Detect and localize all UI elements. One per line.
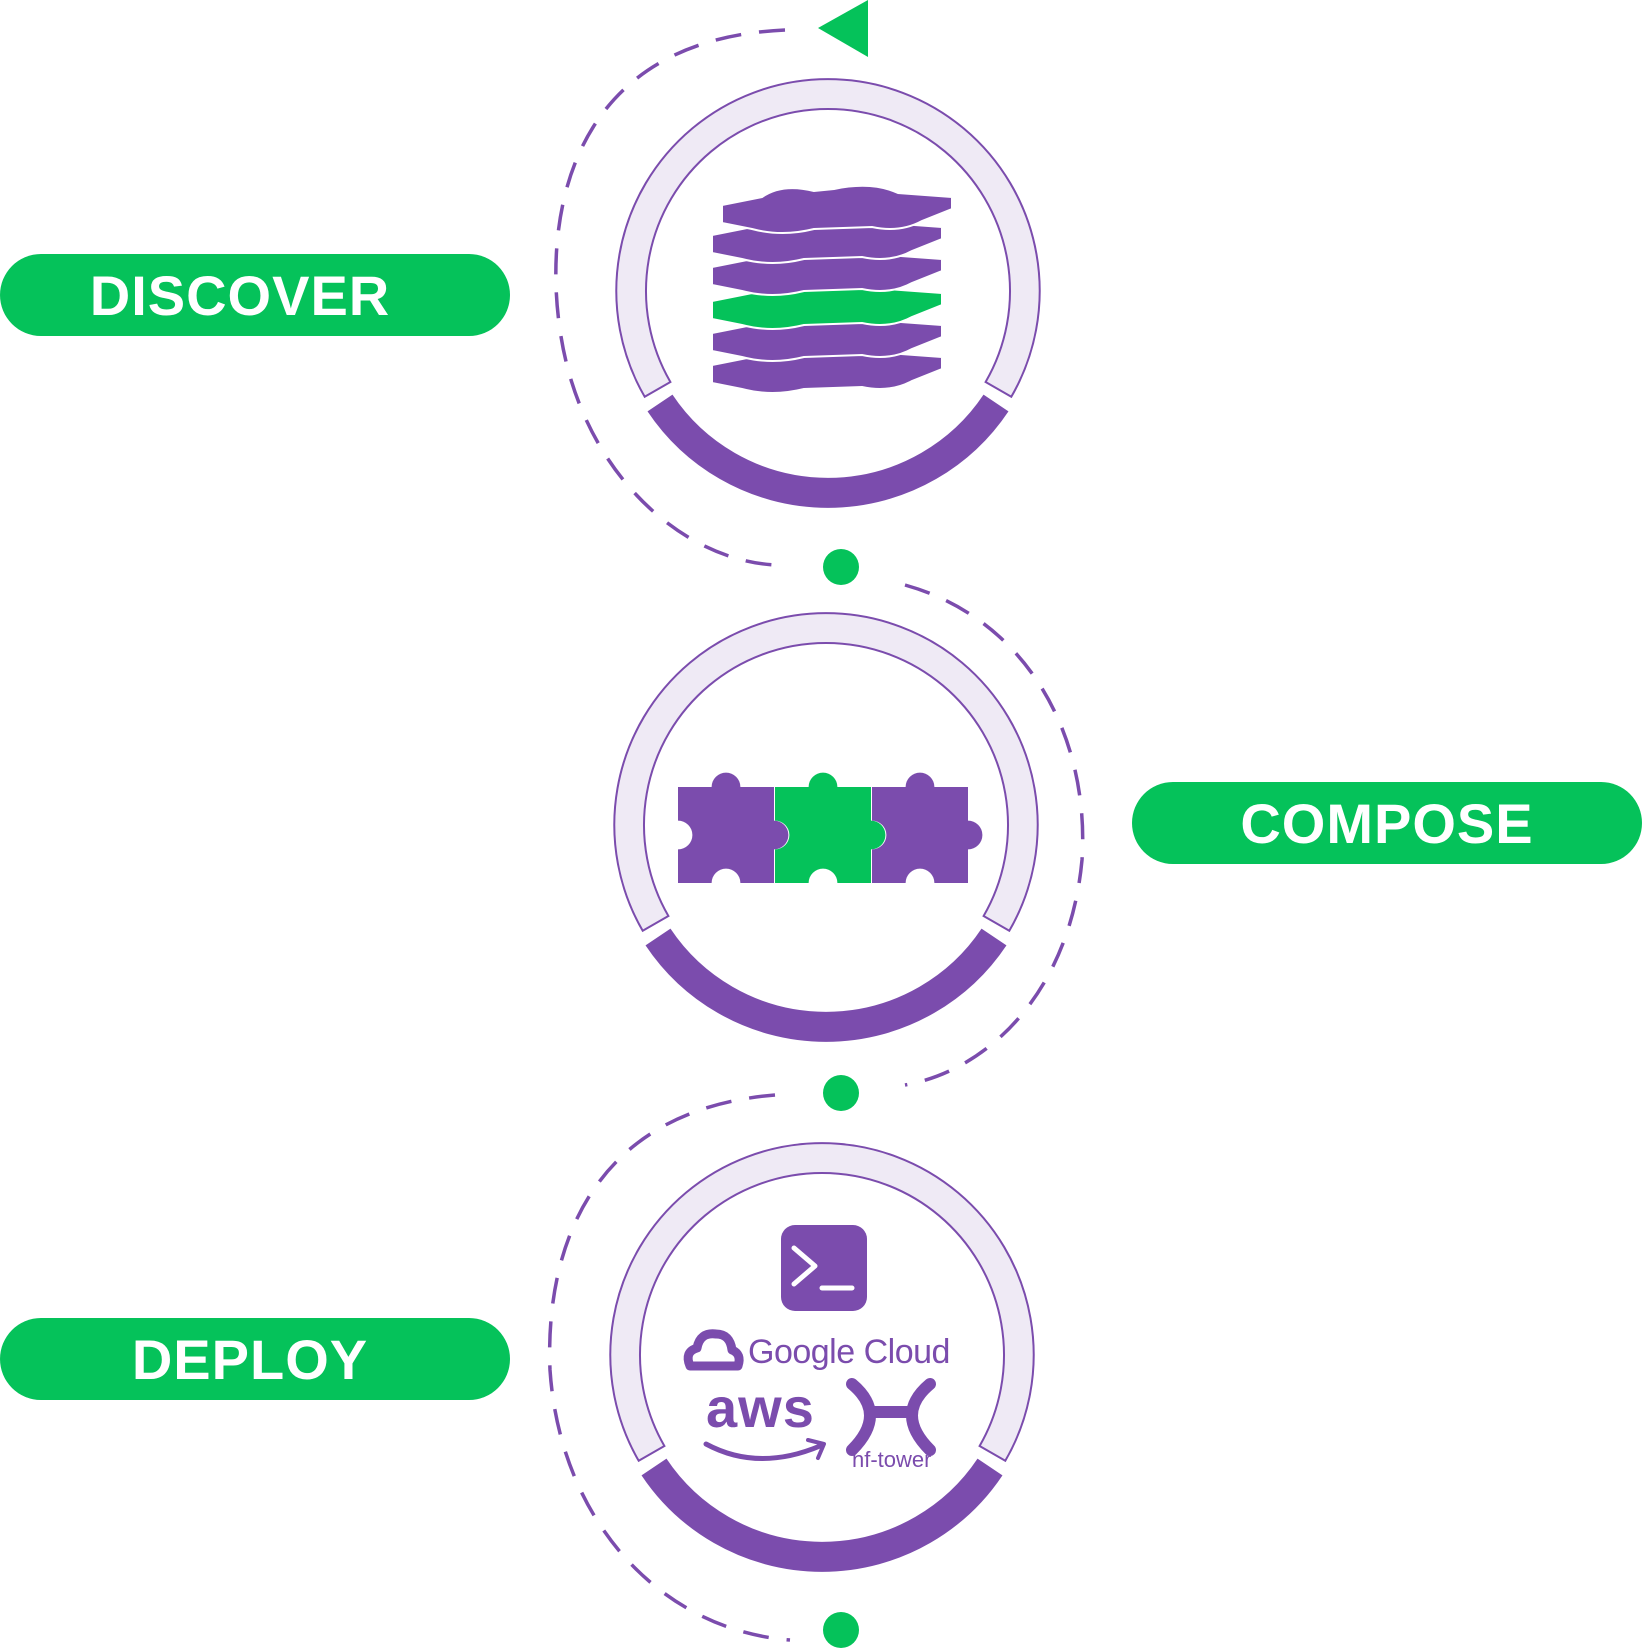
connector-dot-3 <box>823 1612 859 1648</box>
connected-puzzle-pieces-icon <box>678 772 983 883</box>
connector-deploy <box>547 1093 791 1642</box>
terminal-icon <box>781 1225 867 1311</box>
google-cloud-label: Google Cloud <box>748 1333 950 1371</box>
step-label-compose: COMPOSE <box>1132 782 1642 864</box>
google-cloud-logo: Google Cloud <box>683 1329 950 1371</box>
nf-tower-logo: nf-tower <box>846 1378 936 1472</box>
connector-compose <box>904 583 1085 1087</box>
connector-dot-1 <box>823 549 859 585</box>
step-label-discover: DISCOVER <box>0 254 510 336</box>
connector-discover <box>554 28 786 567</box>
stacked-puzzle-pieces-icon <box>711 184 953 394</box>
aws-label: aws <box>706 1376 815 1439</box>
aws-logo: aws <box>703 1376 826 1461</box>
nf-tower-label: nf-tower <box>852 1447 931 1472</box>
flow-connectors <box>547 28 1085 1642</box>
deployment-targets-icon: Google Cloud aws nf-tower <box>683 1225 950 1472</box>
start-arrow-icon <box>818 0 868 57</box>
connector-dot-2 <box>823 1075 859 1111</box>
step-label-deploy: DEPLOY <box>0 1318 510 1400</box>
